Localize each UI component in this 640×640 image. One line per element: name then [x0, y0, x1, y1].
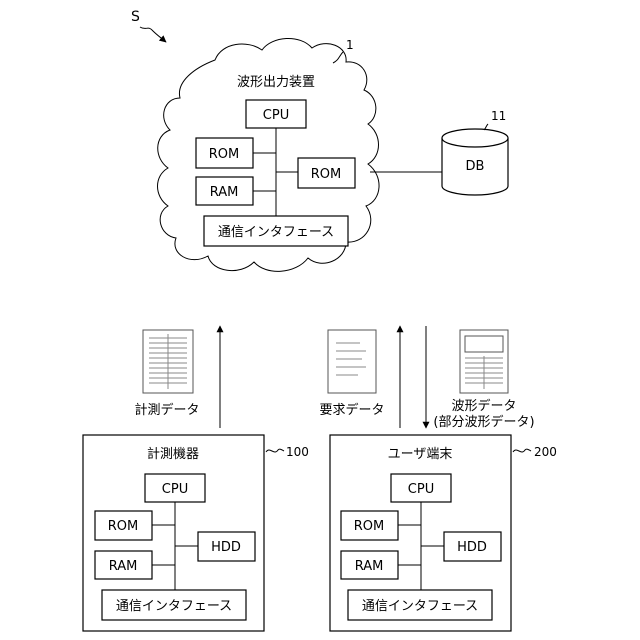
- device-comm-label: 通信インタフェース: [116, 599, 232, 614]
- system-label: S: [131, 9, 140, 25]
- db-label: DB: [466, 159, 485, 174]
- server-comm-label: 通信インタフェース: [218, 225, 334, 240]
- device-cpu-label: CPU: [162, 482, 188, 497]
- terminal-title: ユーザ端末: [388, 447, 453, 462]
- request-data-label: 要求データ: [319, 402, 384, 418]
- device-ref-leader: [266, 449, 284, 452]
- server-ref-leader: [333, 52, 343, 63]
- server-cpu-label: CPU: [263, 108, 289, 123]
- terminal-cpu-label: CPU: [408, 482, 434, 497]
- request-data-sheet: [328, 330, 376, 393]
- server-rom2-label: ROM: [311, 167, 341, 182]
- measurement-data-label: 計測データ: [134, 402, 199, 418]
- db-ref-label: 11: [491, 109, 506, 123]
- terminal-ram-label: RAM: [355, 559, 384, 574]
- terminal-ref-leader: [513, 449, 531, 452]
- device-hdd-label: HDD: [211, 540, 241, 555]
- measurement-data-sheet: [143, 330, 193, 393]
- device-rom-label: ROM: [108, 519, 138, 534]
- terminal-hdd-label: HDD: [457, 540, 487, 555]
- system-pointer-arrow: [140, 27, 166, 42]
- server-ref-label: 1: [346, 38, 354, 52]
- partial-waveform-label: (部分波形データ): [433, 414, 534, 430]
- waveform-data-label: 波形データ: [451, 398, 516, 414]
- server-ram-label: RAM: [210, 185, 239, 200]
- waveform-data-sheet: [460, 330, 508, 393]
- server-rom1-label: ROM: [209, 147, 239, 162]
- device-title: 計測機器: [147, 446, 199, 462]
- device-ram-label: RAM: [109, 559, 138, 574]
- device-ref-label: 100: [286, 445, 309, 459]
- terminal-comm-label: 通信インタフェース: [362, 599, 478, 614]
- terminal-ref-label: 200: [534, 445, 557, 459]
- terminal-rom-label: ROM: [354, 519, 384, 534]
- server-title: 波形出力装置: [237, 75, 315, 90]
